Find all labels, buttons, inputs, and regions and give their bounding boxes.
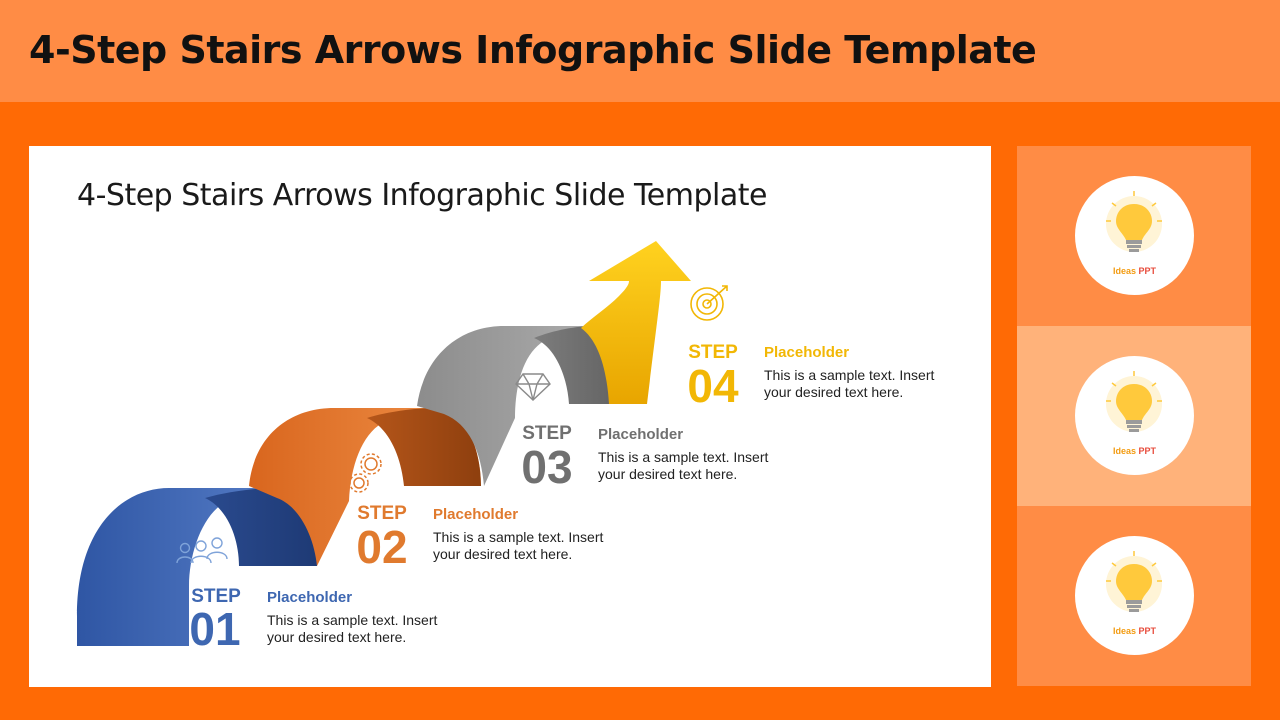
gears-icon [349,453,382,493]
logo-brand: Ideas PPT [1112,266,1157,276]
stairs-arrows-graphic [77,241,728,646]
logo-circle: Ideas PPT [1075,536,1194,655]
step-4-heading: Placeholder [764,344,850,361]
slide-preview: 4-Step Stairs Arrows Infographic Slide T… [29,146,991,687]
step-3-label: STEP [522,423,572,444]
thumbnail-2[interactable]: Ideas PPT [1017,326,1251,506]
step-4-number: 04 [687,360,739,412]
slide-title: 4-Step Stairs Arrows Infographic Slide T… [77,178,767,213]
step-2-heading: Placeholder [433,506,519,523]
thumbnail-3[interactable]: Ideas PPT [1017,506,1251,686]
step-1-number: 01 [189,603,241,655]
step-4-arrow [581,241,691,404]
step-3-number: 03 [521,441,573,493]
step-1-arch-inner [205,488,317,566]
logo-circle: Ideas PPT [1075,356,1194,475]
step-2-arch [249,408,481,566]
lightbulb-icon [1106,371,1162,432]
thumbnail-1[interactable]: Ideas PPT [1017,146,1251,326]
logo-circle: Ideas PPT [1075,176,1194,295]
logo-brand: Ideas PPT [1112,626,1157,636]
lightbulb-icon [1106,551,1162,612]
step-2-arch-inner [367,408,481,486]
step-3-heading: Placeholder [598,426,684,443]
logo-brand: Ideas PPT [1112,446,1157,456]
page-title: 4-Step Stairs Arrows Infographic Slide T… [29,28,1037,72]
step-3-arch [417,326,647,486]
step-4-label: STEP [688,342,738,363]
step-2-label: STEP [357,503,407,524]
step-2-number: 02 [356,521,408,573]
step-1-arch [77,488,317,646]
lightbulb-icon [1106,191,1162,252]
diamond-icon [515,373,551,401]
people-icon [176,537,228,564]
target-icon [690,285,728,321]
step-1-heading: Placeholder [267,589,353,606]
header-bar: 4-Step Stairs Arrows Infographic Slide T… [0,0,1280,102]
step-1-label: STEP [191,586,241,607]
thumbnail-sidebar: Ideas PPT Ideas PPT Ideas PPT [1017,146,1251,687]
